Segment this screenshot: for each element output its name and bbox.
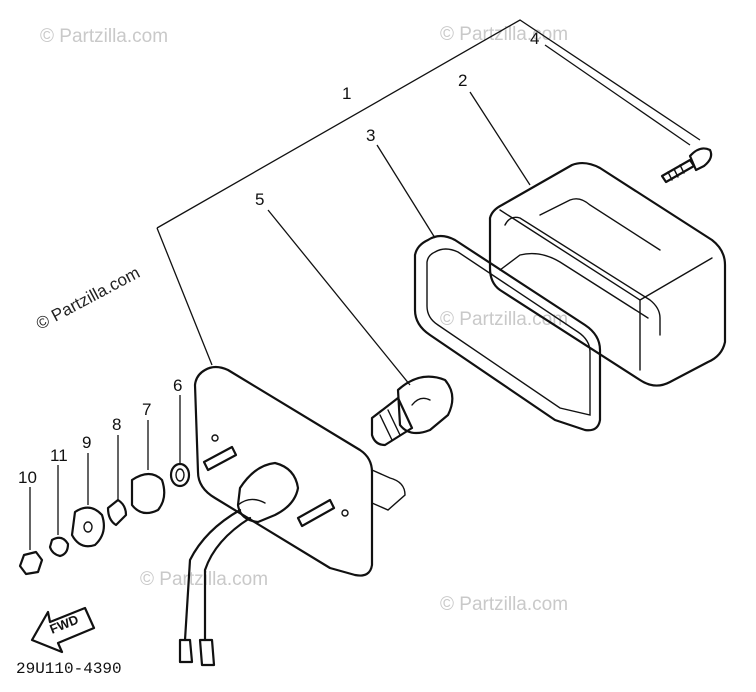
diagram-code: 29U110-4390 [16,660,122,678]
forward-direction-arrow: FWD [30,606,96,654]
lock-washer-11 [48,536,70,558]
assembly-bracket-lines [29,19,701,550]
callout-2: 2 [458,71,467,90]
washer-9 [70,506,105,548]
assembly-1-bracket [156,19,701,229]
callout-7: 7 [142,400,151,419]
callout-9: 9 [82,433,91,452]
watermark-top-right: © Partzilla.com [440,24,568,45]
o-ring-6 [169,462,191,488]
watermark-left-mid: © Partzilla.com [33,263,143,334]
small-hardware [18,462,191,576]
callout-3: 3 [366,126,375,145]
callout-8: 8 [112,415,121,434]
wire-leads [178,508,252,667]
callout-11: 11 [50,446,68,465]
base-plate [193,365,406,577]
callout-1: 1 [342,84,351,103]
callout-numbers: 1 2 3 4 5 6 7 8 9 10 11 [18,29,539,487]
grommet-7 [130,472,166,515]
watermark-top-left: © Partzilla.com [40,26,168,47]
callout-5: 5 [255,190,264,209]
lens-gasket [413,234,602,432]
nut-10 [18,550,44,576]
watermarks: © Partzilla.com © Partzilla.com © Partzi… [33,24,568,615]
fwd-label: FWD [48,612,81,637]
screw [660,147,713,184]
collar-8 [106,498,128,527]
watermark-bottom-right: © Partzilla.com [440,594,568,615]
callout-4: 4 [530,29,539,48]
lens-housing [488,161,727,387]
callout-6: 6 [173,376,182,395]
bulb [370,375,454,447]
callout-10: 10 [18,468,37,487]
